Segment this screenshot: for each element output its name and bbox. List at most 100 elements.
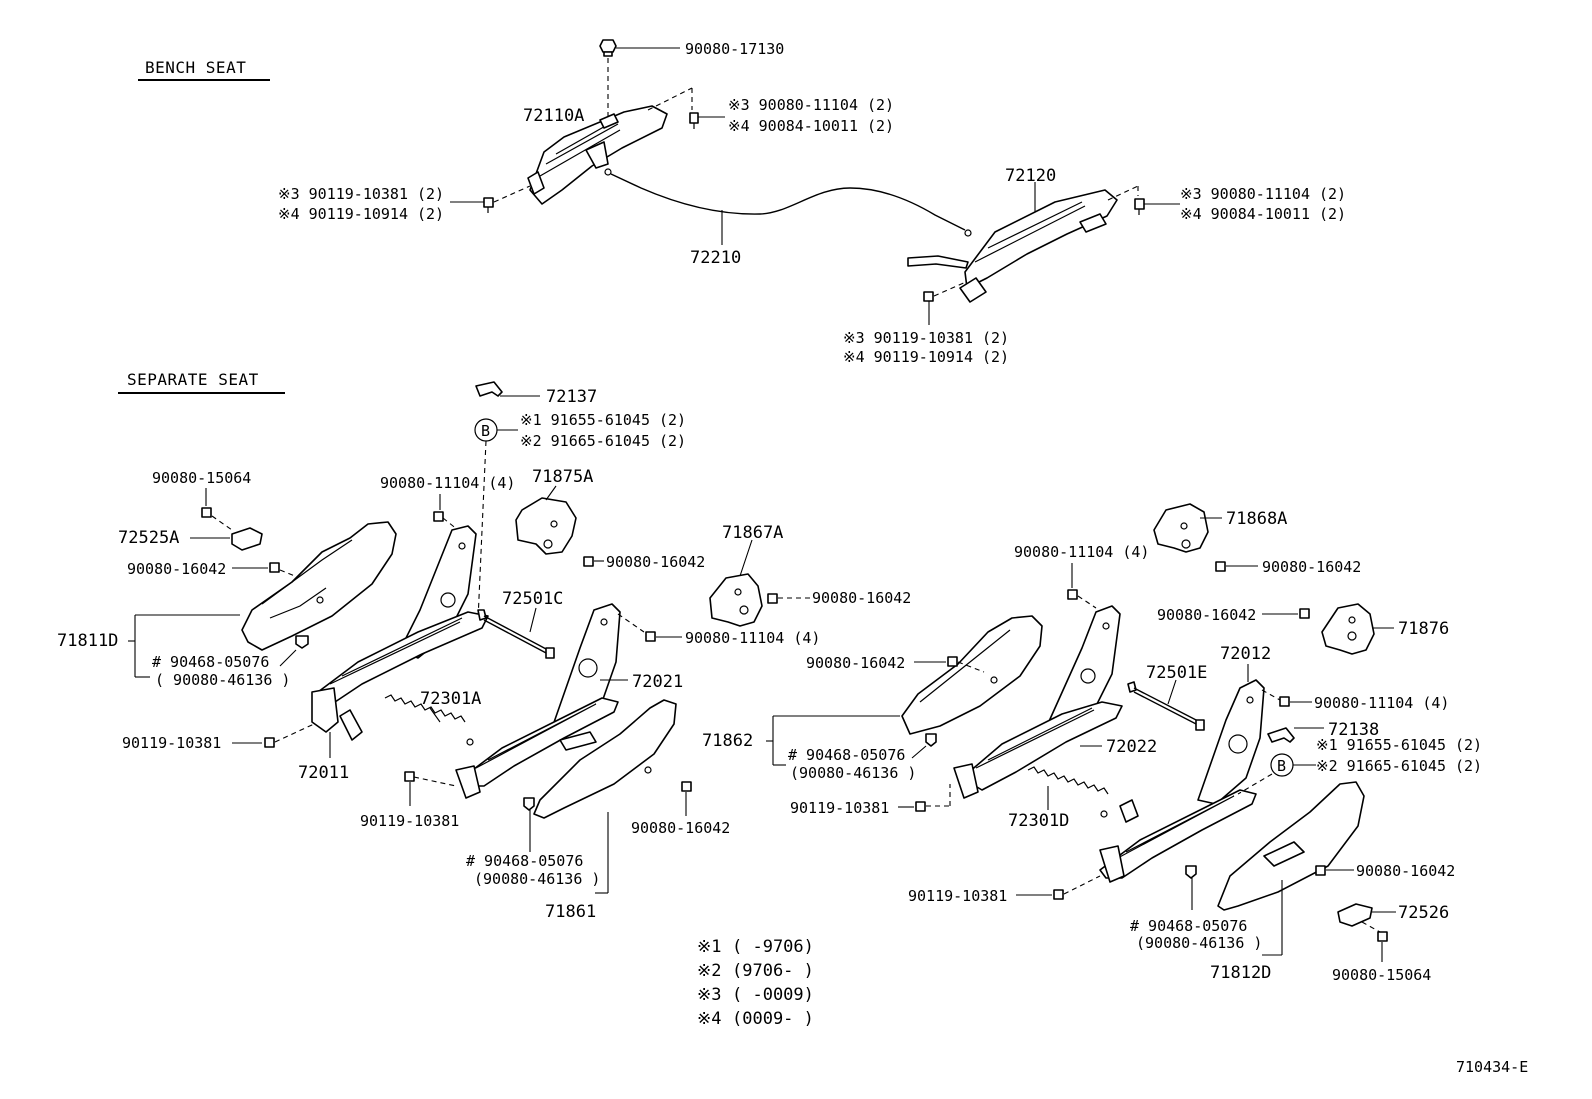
clip-90468-left [279,635,309,667]
b-marker-left: B [481,422,490,440]
diagram-id: 710434-E [1456,1058,1528,1076]
bolt-90119-left [232,723,315,748]
label-90080-16042-r3: 90080-16042 [806,654,905,672]
label-clip-right-a: # 90468-05076 [788,746,905,764]
label-clip-mid-b: (90080-46136 ) [474,870,600,888]
screw-90080-16042-r4 [1315,865,1354,876]
label-72012: 72012 [1220,644,1271,664]
seat-track-72022 [953,605,1123,799]
label-b-knob-a: ※1 91655-61045 (2) [520,411,686,429]
bench-rail-right-72120 [907,182,1139,303]
screw-90080-16042-r3 [914,656,985,673]
bench-rail-left-72110A [527,87,693,205]
label-bench-left-a: ※3 90119-10381 (2) [278,185,444,203]
inner-cover-71861 [533,699,677,819]
label-bench-bolt-b: ※4 90084-10011 (2) [728,117,894,135]
screw-90080-16042-r2 [1262,608,1310,619]
label-72301A: 72301A [420,689,481,709]
label-90080-16042-r2: 90080-16042 [1157,606,1256,624]
label-71811D: 71811D [57,631,118,651]
legend-range-3: ( -0009) [732,985,814,1005]
inner-cover-71812D [1217,781,1365,911]
outer-cover-71862 [901,615,1043,735]
label-72501C: 72501C [502,589,563,609]
cable-72210 [604,168,972,245]
label-90080-16042-left3: 90080-16042 [812,589,911,607]
label-90080-11104-r2: 90080-11104 (4) [1314,694,1449,712]
label-clip-right2-b: (90080-46136 ) [1136,934,1262,952]
bolt-90080-11104-bench-right [1134,198,1180,215]
legend-mark-4: ※4 [697,1009,721,1029]
clip-90468-right2 [1185,865,1197,910]
label-72110A: 72110A [523,106,584,126]
knob-72526 [1337,903,1396,933]
label-90119-10381-left: 90119-10381 [122,734,221,752]
label-71868A: 71868A [1226,509,1287,529]
label-clip-left-a: # 90468-05076 [152,653,269,671]
label-72526: 72526 [1398,903,1449,923]
bench-seat-header: BENCH SEAT [138,58,270,81]
spring-72301D [1027,766,1109,818]
legend-range-1: ( -9706) [732,937,814,957]
bracket-71812D [1262,880,1283,956]
label-71876: 71876 [1398,619,1449,639]
label-90080-16042-r1: 90080-16042 [1262,558,1361,576]
recliner-72021 [455,603,628,799]
bracket-71861 [595,812,609,894]
recliner-72012 [1099,664,1265,883]
legend-mark-1: ※1 [697,937,721,957]
label-90080-17130: 90080-17130 [685,40,784,58]
label-71812D: 71812D [1210,963,1271,983]
screw-90080-15064-left [201,488,212,518]
screw-90080-16042-left3 [767,593,810,604]
label-b-knob-r-b: ※2 91665-61045 (2) [1316,757,1482,775]
label-clip-left-b: ( 90080-46136 ) [155,671,290,689]
label-clip-right2-a: # 90468-05076 [1130,917,1247,935]
label-90080-15064-right: 90080-15064 [1332,966,1431,984]
label-71862: 71862 [702,731,753,751]
knob-b-right: B [1237,753,1316,795]
label-bench-r-bolt-a: ※3 90080-11104 (2) [1180,185,1346,203]
separate-seat-header: SEPARATE SEAT [118,370,285,394]
b-marker-right: B [1277,757,1286,775]
label-clip-mid-a: # 90468-05076 [466,852,583,870]
label-90119-10381-right: 90119-10381 [790,799,889,817]
label-bench-left-b: ※4 90119-10914 (2) [278,205,444,223]
label-b-knob-r-a: ※1 91655-61045 (2) [1316,736,1482,754]
label-72011: 72011 [298,763,349,783]
rod-72501E [1127,679,1205,731]
knob-72525A [211,515,263,551]
outer-cover-71811D [241,521,397,651]
bolt-90119-right2 [1016,875,1101,900]
cover-72137 [475,381,540,397]
label-90080-16042-left2: 90080-16042 [606,553,705,571]
bolt-90119-bench-left [450,185,531,213]
screw-90080-16042-mid [681,781,692,816]
clip-90468-right [911,733,937,759]
label-90080-16042-left1: 90080-16042 [127,560,226,578]
label-72301D: 72301D [1008,811,1069,831]
label-71861: 71861 [545,902,596,922]
screw-90080-16042-r1 [1215,561,1258,572]
cover-71868A [1153,503,1222,553]
label-90119-10381-right2: 90119-10381 [908,887,1007,905]
label-72210: 72210 [690,248,741,268]
legend-range-4: (0009- ) [732,1009,814,1029]
cover-72138 [1267,727,1324,743]
label-bench-r-bolt-b: ※4 90084-10011 (2) [1180,205,1346,223]
label-90080-11104-right: 90080-11104 (4) [1014,543,1149,561]
clip-90468-mid [523,797,535,852]
label-72120: 72120 [1005,166,1056,186]
label-90080-16042-mid: 90080-16042 [631,819,730,837]
spring-72301A [384,694,474,746]
label-b-knob-b: ※2 91665-61045 (2) [520,432,686,450]
seat-track-72011 [311,525,489,758]
bolt-90119-bench-right [923,281,967,325]
label-72525A: 72525A [118,528,179,548]
screw-90080-16042-left2 [583,556,604,567]
screw-90080-16042-left1 [232,562,301,579]
label-72138: 72138 [1328,720,1379,740]
screw-90080-15064-right [1377,931,1388,962]
bolt-90119-right [898,784,951,812]
